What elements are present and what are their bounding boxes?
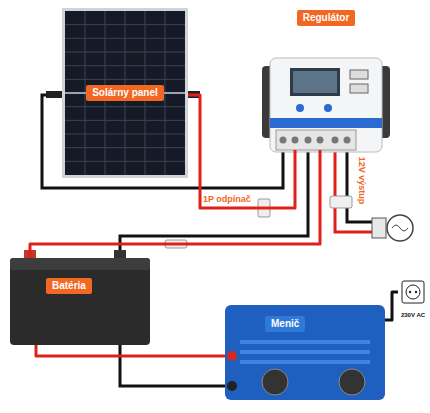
battery: Batéria [10, 258, 150, 345]
lcd-screen [293, 71, 337, 93]
blue-band [270, 118, 382, 128]
inverter-terminal [227, 381, 237, 391]
cell-line [65, 79, 185, 80]
part-label: Batéria [46, 278, 92, 294]
solar-panel: Solárny panel [62, 8, 188, 178]
cell-line [65, 147, 185, 148]
lcd-frame [290, 68, 340, 96]
cell-line [65, 106, 185, 107]
terminal-screw [344, 137, 351, 144]
panel-grid [65, 11, 185, 175]
terminal-block [276, 130, 356, 150]
socket-hole [415, 291, 417, 293]
voltage-label: 230V AC [401, 312, 425, 319]
usb-port [350, 84, 368, 93]
wire [30, 150, 320, 258]
part-label: Solárny panel [86, 85, 164, 101]
cell-line [65, 52, 185, 53]
terminal-screw [292, 137, 299, 144]
socket-face [406, 285, 420, 299]
socket-frame [402, 281, 424, 303]
terminal-screw [332, 137, 339, 144]
socket-hole [409, 291, 411, 293]
bulb-globe [387, 215, 413, 241]
cell-line [65, 24, 185, 25]
inverter-fin [240, 350, 370, 354]
charge-controller: Regulátor [262, 8, 390, 150]
fan [262, 369, 288, 395]
wire [188, 95, 295, 208]
part-label: Menič [265, 316, 305, 332]
terminal-screw [317, 137, 324, 144]
load-positive-wire [335, 150, 372, 232]
inverter-fin [240, 360, 370, 364]
inverter-terminal [227, 351, 237, 361]
cell-line [65, 161, 185, 162]
terminal-screw [280, 137, 287, 144]
terminal-screw [305, 137, 312, 144]
battery-terminal [114, 250, 126, 259]
panel-frame [62, 8, 188, 178]
fan [339, 369, 365, 395]
panel-cells [65, 11, 185, 175]
cell-line [65, 120, 185, 121]
wire [36, 345, 225, 356]
battery-lid [10, 258, 150, 270]
inverter: Menič [225, 305, 385, 400]
button [296, 104, 304, 112]
bulb-filament [392, 225, 408, 231]
cell-line [65, 38, 185, 39]
button [324, 104, 332, 112]
ac-socket: 230V AC [398, 280, 428, 320]
regulator-body [270, 58, 382, 152]
inline-fuse [330, 196, 352, 208]
inverter-body [225, 305, 385, 400]
bulb-base [372, 218, 386, 238]
part-label: Regulátor [297, 10, 356, 26]
output-label: 12V výstup [357, 156, 368, 204]
load-negative-wire [347, 150, 372, 222]
inverter-fin [240, 340, 370, 344]
wire [385, 292, 398, 320]
mc4-connector [46, 91, 62, 98]
wire-label: 1P odpínač [203, 194, 251, 205]
cell-line [65, 134, 185, 135]
inverter-negative-wire [120, 345, 225, 386]
cell-line [65, 65, 185, 66]
battery-body [10, 258, 150, 345]
usb-port [350, 70, 368, 79]
